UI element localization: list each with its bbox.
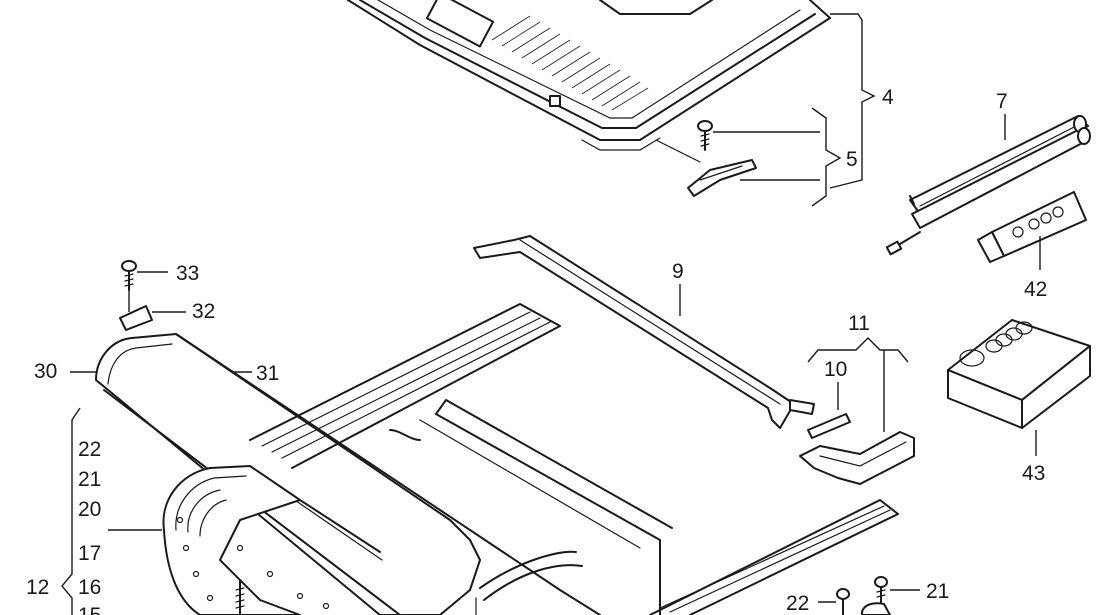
screw-icon [697, 120, 713, 151]
repair-kit-box-icon [947, 319, 1091, 429]
callout-30: 30 [34, 360, 57, 383]
screw-icon [836, 588, 850, 615]
brand-logo-icon [959, 321, 1033, 367]
callout-17: 17 [78, 542, 101, 565]
callout-22: 22 [78, 438, 101, 461]
screw-icon [121, 260, 137, 291]
callout-21-right: 21 [926, 580, 949, 603]
vent-hatching [491, 15, 649, 111]
pin-10 [807, 413, 851, 439]
cross-member-9 [473, 235, 815, 429]
callout-33: 32 [192, 300, 215, 323]
callout-10: 10 [824, 358, 847, 381]
grease-tube-icon [977, 191, 1087, 263]
callout-11: 11 [848, 312, 870, 335]
callout-9: 9 [672, 260, 684, 283]
callout-31: 31 [256, 362, 279, 385]
main-frame [95, 303, 899, 615]
screw-icon [235, 579, 245, 615]
callout-15: 15 [78, 604, 101, 615]
callout-7: 7 [996, 90, 1008, 113]
callout-42: 42 [1024, 278, 1047, 301]
screw-icon [874, 576, 888, 605]
callout-22-right: 22 [786, 592, 809, 615]
callout-4: 4 [882, 86, 894, 109]
callout-5: 5 [846, 148, 858, 171]
seal-assembly-12 [162, 465, 330, 615]
callout-16: 16 [78, 576, 101, 599]
callout-21: 21 [78, 468, 101, 491]
bracket-5 [655, 139, 757, 197]
callout-20: 20 [78, 498, 101, 521]
top-frame-panel [347, 0, 831, 151]
slide-block-11 [799, 431, 915, 485]
callout-32: 33 [176, 262, 199, 285]
callout-43: 43 [1022, 462, 1045, 485]
guide-rail-7 [885, 115, 1091, 256]
callout-12: 12 [26, 576, 49, 599]
